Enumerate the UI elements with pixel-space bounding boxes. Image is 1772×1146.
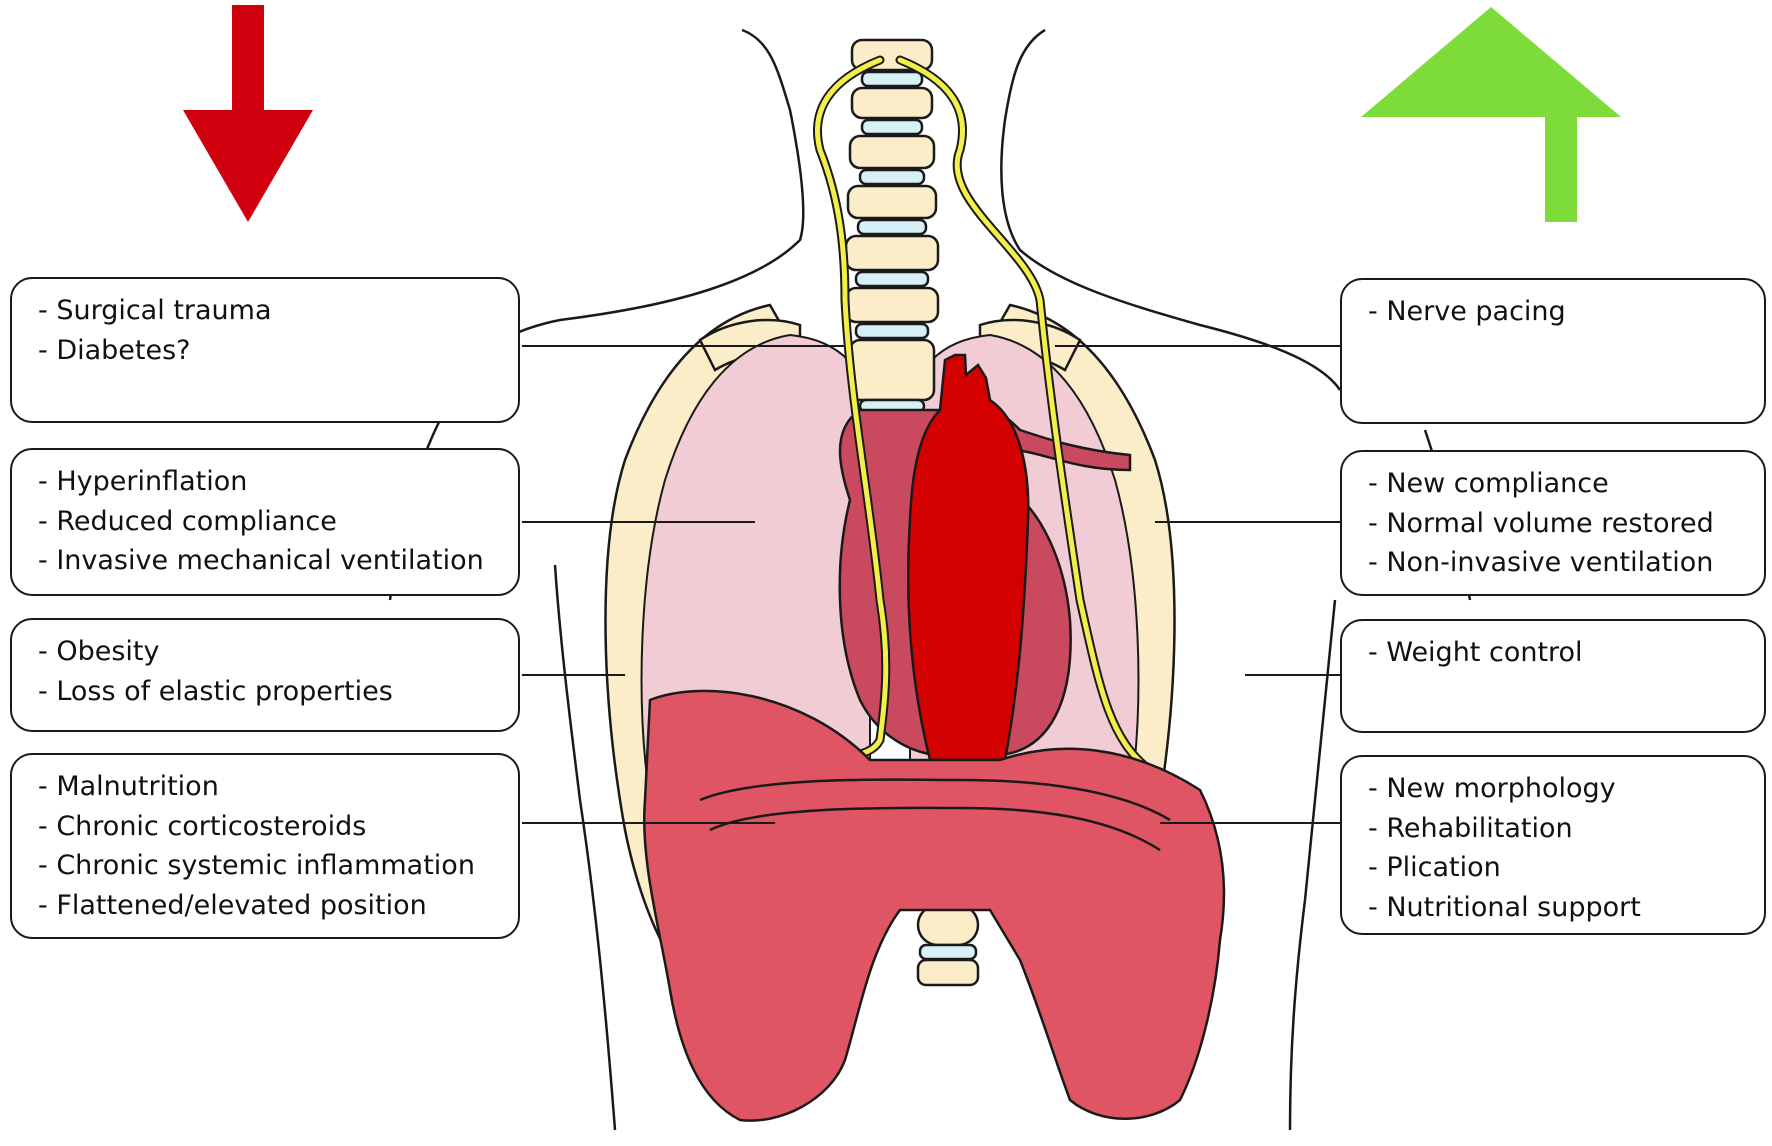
list-item: - Rehabilitation: [1368, 812, 1573, 844]
left-box-diaphragm: - Malnutrition - Chronic corticosteroids…: [10, 753, 520, 939]
aorta: [906, 353, 1030, 762]
list-item: - Normal volume restored: [1368, 507, 1714, 539]
right-box-chest-wall: - Weight control: [1340, 619, 1766, 733]
right-box-lung: - New compliance - Normal volume restore…: [1340, 450, 1766, 596]
spine: [844, 38, 980, 987]
list-item: - Non-invasive ventilation: [1368, 547, 1714, 578]
arrow-down-icon: [183, 5, 313, 222]
list-item: - Reduced compliance: [38, 505, 337, 537]
list-item: - New morphology: [1368, 773, 1616, 804]
list-item: - Invasive mechanical ventilation: [38, 545, 484, 576]
leader-lines: [522, 345, 1340, 824]
list-item: - Surgical trauma: [38, 295, 272, 326]
list-item: - Nutritional support: [1368, 891, 1641, 923]
body-silhouette: [388, 28, 1472, 1131]
right-box-diaphragm: - New morphology - Rehabilitation - Plic…: [1340, 755, 1766, 935]
list-item: - Hyperinflation: [38, 466, 248, 497]
list-item: - Chronic systemic inflammation: [38, 850, 475, 881]
list-item: - Obesity: [38, 636, 160, 667]
left-box-chest-wall: - Obesity - Loss of elastic properties: [10, 618, 520, 732]
list-item: - New compliance: [1368, 468, 1609, 499]
list-item: - Nerve pacing: [1368, 296, 1566, 327]
left-box-nerve: - Surgical trauma - Diabetes?: [10, 277, 520, 423]
right-box-nerve: - Nerve pacing: [1340, 278, 1766, 424]
list-item: - Malnutrition: [38, 771, 219, 802]
list-item: - Plication: [1368, 852, 1501, 883]
list-item: - Weight control: [1368, 637, 1583, 668]
list-item: - Flattened/elevated position: [38, 889, 427, 921]
arrow-up-icon: [1361, 7, 1621, 222]
list-item: - Diabetes?: [38, 334, 191, 366]
left-box-lung: - Hyperinflation - Reduced compliance - …: [10, 448, 520, 596]
list-item: - Loss of elastic properties: [38, 675, 393, 707]
diaphragm: [643, 689, 1226, 1122]
list-item: - Chronic corticosteroids: [38, 810, 367, 842]
